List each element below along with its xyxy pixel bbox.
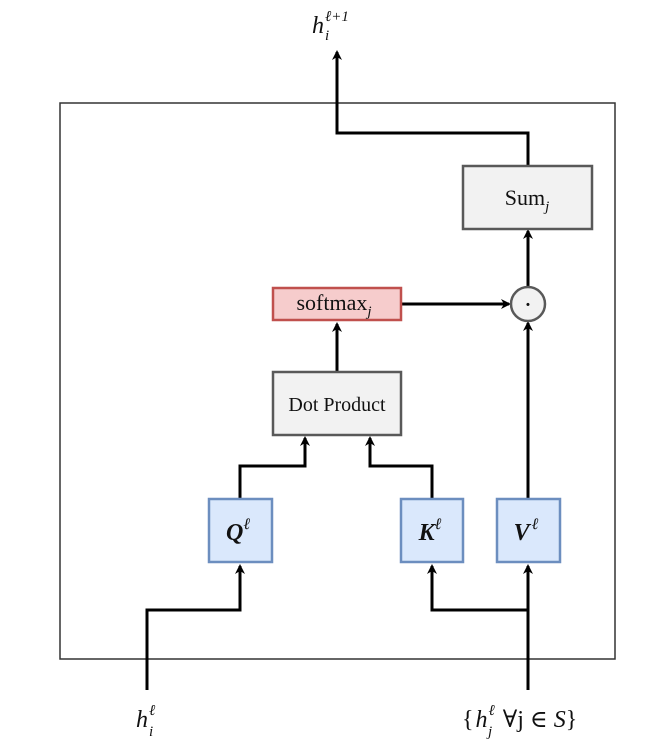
- wire-input-to-query: [145, 564, 245, 690]
- query-node: Qℓ: [207, 497, 274, 564]
- softmax-node: softmaxj: [271, 286, 403, 322]
- wire-key-to-dot-product: [365, 436, 434, 498]
- key-box: [399, 497, 465, 564]
- multiply-node: ·: [509, 285, 547, 323]
- dot-product-node: Dot Product: [271, 370, 403, 437]
- input-left-label-subscript: i: [149, 724, 153, 740]
- input-left-label: hℓ: [136, 703, 155, 733]
- output-label: hℓ+1: [312, 9, 349, 39]
- wire-query-to-dot-product: [238, 436, 310, 498]
- multiply-circle: [509, 285, 547, 323]
- input-right-label: {hℓ ∀j ∈ S}: [462, 703, 577, 733]
- query-label: Qℓ: [226, 516, 250, 546]
- sum-node: Sumj: [461, 164, 594, 231]
- input-right-label-subscript: j: [486, 724, 492, 740]
- softmax-box: [271, 286, 403, 322]
- sum-box: [461, 164, 594, 231]
- multiply-symbol: ·: [524, 290, 533, 319]
- softmax-label: softmaxj: [296, 290, 371, 320]
- key-node: Kℓ: [399, 497, 465, 564]
- output-label-subscript: i: [325, 28, 329, 44]
- wire-input-to-key: [427, 564, 528, 612]
- wire-sum-to-output: [332, 50, 530, 166]
- dot-product-box: [271, 370, 403, 437]
- value-box: [495, 497, 562, 564]
- dot-product-label: Dot Product: [288, 394, 386, 416]
- sum-label: Sumj: [505, 185, 550, 215]
- query-box: [207, 497, 274, 564]
- key-label: Kℓ: [418, 516, 442, 546]
